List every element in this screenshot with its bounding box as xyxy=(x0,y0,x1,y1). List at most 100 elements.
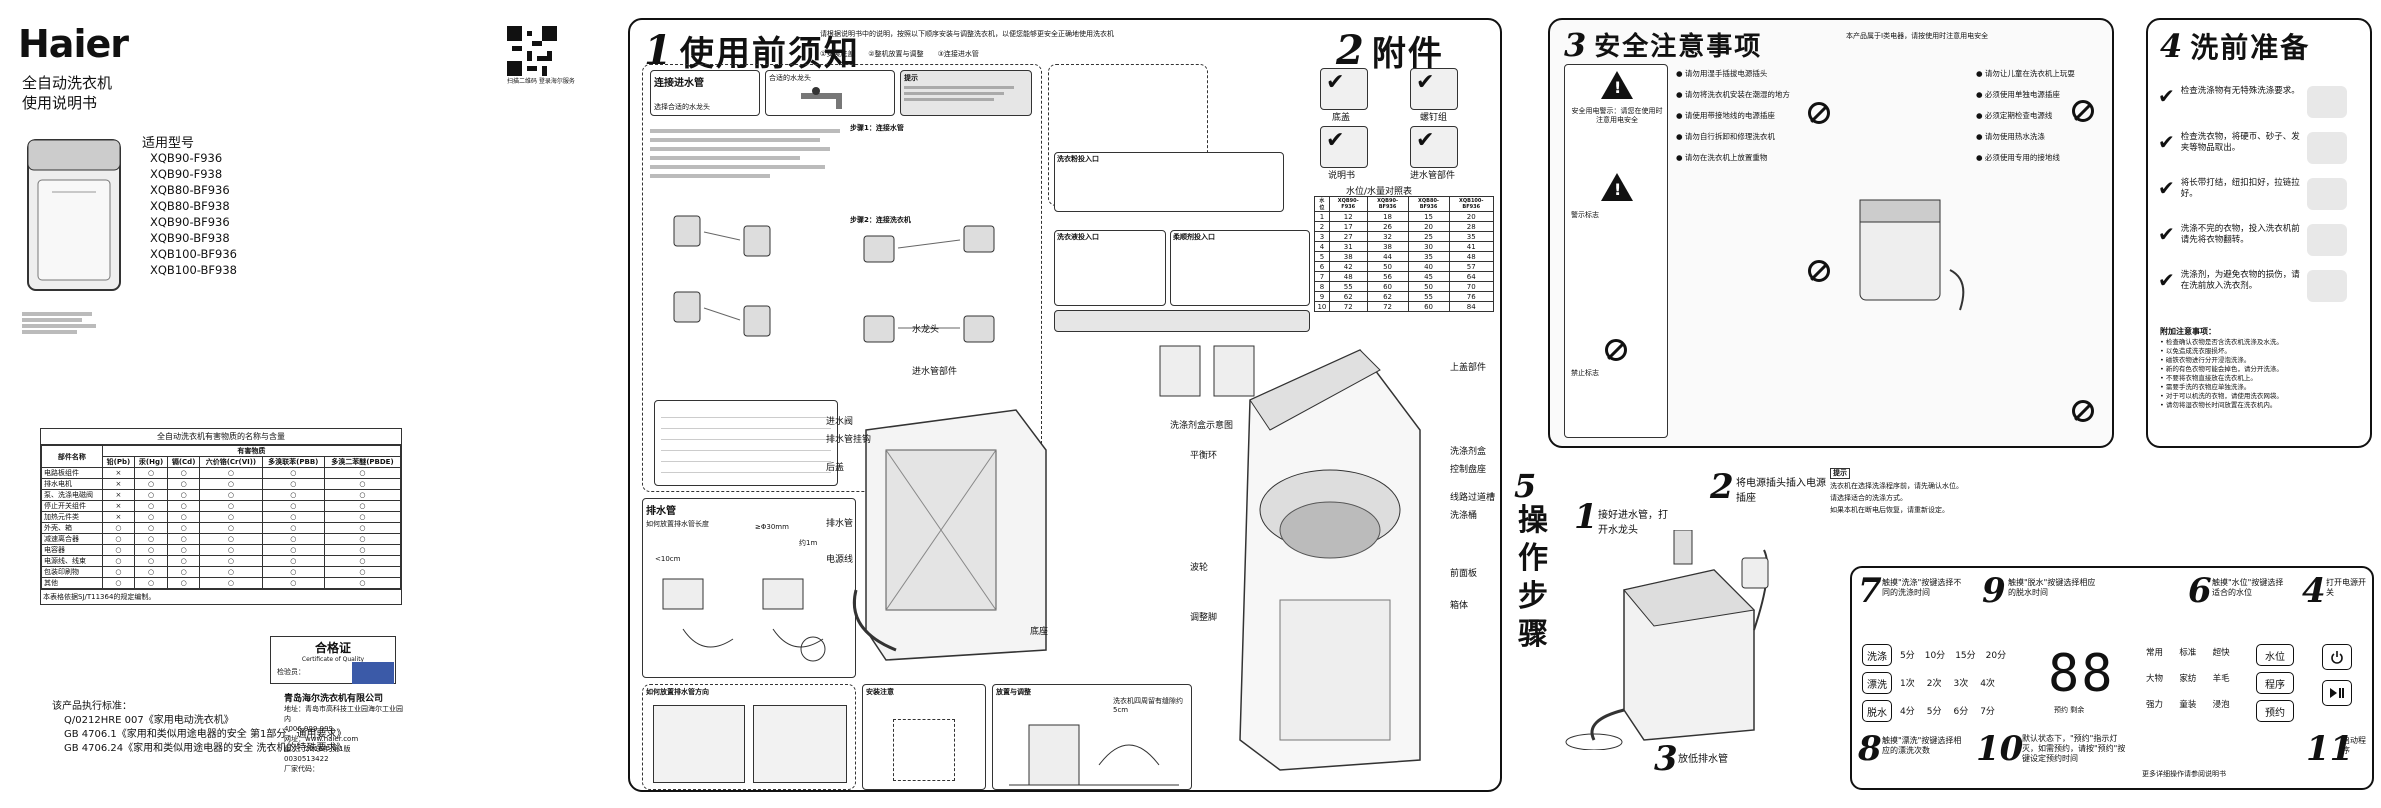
prep-check-text: 检查洗涤物有无特殊洗涤要求。 xyxy=(2180,86,2300,96)
table-cell: ○ xyxy=(101,555,136,567)
step-11-number: 11 xyxy=(2306,729,2354,769)
table-cell: ○ xyxy=(134,500,169,512)
water-table-col: XQB90-BF936 xyxy=(1366,196,1409,212)
table-cell: ○ xyxy=(134,555,169,567)
dispenser-note xyxy=(1054,310,1310,332)
prep-check-item: ✔洗涤不完的衣物，投入洗衣机前请先将衣物翻转。 xyxy=(2158,224,2364,270)
step-3-text: 放低排水管 xyxy=(1678,754,1728,765)
part-label-leveling-foot: 调整脚 xyxy=(1190,613,1218,623)
safety-rule: ● 请勿让儿童在洗衣机上玩耍 xyxy=(1976,69,2075,78)
table-cell: 10 xyxy=(1314,301,1330,312)
table-cell: 4 xyxy=(1314,241,1330,252)
table-cell: ○ xyxy=(199,544,263,556)
sec3-number: 3 xyxy=(1564,25,1587,64)
accessory-cover-label: 底盖 xyxy=(1332,113,1351,123)
section-3-panel: 3 安全注意事项 本产品属于Ⅰ类电器，请按使用时注意用电安全 ! 安全用电警示：… xyxy=(1548,18,2114,448)
faucet-title: 合适的水龙头 xyxy=(769,74,811,82)
table-cell: 25 xyxy=(1407,231,1450,242)
table-cell: 泵、洗涤电磁阀 xyxy=(41,489,103,501)
water-table-col: XQB90-F936 xyxy=(1328,196,1368,212)
program-button[interactable]: 程序 xyxy=(2256,672,2294,694)
factory-code: 厂家代码： xyxy=(284,765,319,773)
table-cell: ○ xyxy=(199,577,263,589)
part-label-base: 底座 xyxy=(1030,627,1049,637)
table-cell: × xyxy=(101,511,136,523)
model-item: XQB90-F936 xyxy=(150,151,223,165)
delay-button[interactable]: 预约 xyxy=(2256,700,2294,722)
table-cell: ○ xyxy=(199,489,263,501)
table-cell: 20 xyxy=(1407,221,1450,232)
safety-rule: ● 必须使用单独电源插座 xyxy=(1976,90,2060,99)
table-cell: 72 xyxy=(1366,301,1409,312)
extra-note: • 需要手洗的衣物应单独洗涤。 xyxy=(2160,383,2251,391)
model-item: XQB80-BF936 xyxy=(150,183,230,197)
check-icon: ✔ xyxy=(2158,84,2175,108)
safety-rule: ● 请勿将洗衣机安装在潮湿的地方 xyxy=(1676,90,1790,99)
table-cell: ○ xyxy=(167,544,201,556)
operation-notes: 提示 洗衣机在选择洗涤程序前，请先确认水位。 请选择适合的洗涤方式。 如果本机在… xyxy=(1830,460,2070,558)
product-name: 全自动洗衣机 xyxy=(22,74,113,92)
safety-rule: ● 请勿在洗衣机上放置重物 xyxy=(1676,153,1768,162)
table-cell: ○ xyxy=(323,489,402,501)
table-cell: ○ xyxy=(261,500,325,512)
program-option: 超快 xyxy=(2212,648,2230,658)
liquid-title: 洗衣液投入口 xyxy=(1057,233,1099,241)
display-label: 预约 剩余 xyxy=(2054,706,2085,714)
table-cell: 56 xyxy=(1366,271,1409,282)
table-cell: 42 xyxy=(1328,261,1368,272)
spin-time-1: 4分 xyxy=(1900,707,1915,717)
step-10-number: 10 xyxy=(1976,729,2024,769)
drain-height: <10cm xyxy=(655,555,681,563)
warning-label: 警示标志 xyxy=(1571,211,1599,219)
hazard-group: 有害物质 xyxy=(101,445,402,457)
table-cell: ○ xyxy=(199,478,263,490)
table-cell: 60 xyxy=(1366,281,1409,292)
softener-box: 柔顺剂投入口 xyxy=(1170,230,1310,306)
table-cell: ○ xyxy=(134,566,169,578)
sec3-header: 3 安全注意事项 xyxy=(1564,26,1762,63)
washer-operation-diagram xyxy=(1565,530,1769,750)
table-row: 电源线、线束○○○○○○ xyxy=(41,555,402,567)
company-hotline: 4006 999 999 xyxy=(284,725,333,733)
table-cell: ○ xyxy=(261,478,325,490)
note-2: 请选择适合的洗涤方式。 xyxy=(1830,494,1907,502)
drain-title: 排水管 xyxy=(646,506,676,517)
spin-button[interactable]: 脱水 xyxy=(1862,700,1892,722)
table-cell: 62 xyxy=(1328,291,1368,302)
program-option: 家纺 xyxy=(2179,674,2197,684)
water-table-col: 水位 xyxy=(1314,196,1330,212)
standards-title: 该产品执行标准： xyxy=(52,701,132,712)
program-option: 强力 xyxy=(2146,700,2164,710)
table-cell: ○ xyxy=(167,478,201,490)
prohibit-label: 禁止标志 xyxy=(1571,369,1599,377)
inlet-subtitle: 选择合适的水龙头 xyxy=(654,103,710,111)
table-cell: ○ xyxy=(323,533,402,545)
wash-button[interactable]: 洗涤 xyxy=(1862,644,1892,666)
safety-rule: ● 请使用带接地线的电源插座 xyxy=(1676,111,1775,120)
step-8-number: 8 xyxy=(1858,729,1882,769)
table-row: 加热元件类×○○○○○ xyxy=(41,511,402,523)
rinse-button[interactable]: 漂洗 xyxy=(1862,672,1892,694)
start-pause-button[interactable] xyxy=(2322,680,2352,706)
small-print xyxy=(22,310,102,336)
table-cell: ○ xyxy=(199,555,263,567)
inlet-part-label: 进水管部件 xyxy=(912,367,958,377)
accessory-manual-label: 说明书 xyxy=(1328,171,1356,181)
prohibit-icon xyxy=(1605,339,1627,361)
table-row: 包装印刷物○○○○○○ xyxy=(41,566,402,578)
table-cell: 停止开关组件 xyxy=(41,500,103,512)
check-icon: ✔ xyxy=(1416,70,1435,95)
check-icon: ✔ xyxy=(2158,176,2175,200)
washer-illustration xyxy=(27,139,121,291)
spin-time-2: 5分 xyxy=(1926,707,1942,717)
hazard-col: 镉(Cd) xyxy=(167,456,201,468)
power-button[interactable] xyxy=(2322,644,2352,670)
rinse-time-row: 1次 2次 3次 4次 xyxy=(1900,676,1995,689)
water-level-button[interactable]: 水位 xyxy=(2256,644,2294,666)
clothing-icon xyxy=(2306,178,2347,210)
table-cell: 排水电机 xyxy=(41,478,103,490)
table-cell: ○ xyxy=(167,555,201,567)
